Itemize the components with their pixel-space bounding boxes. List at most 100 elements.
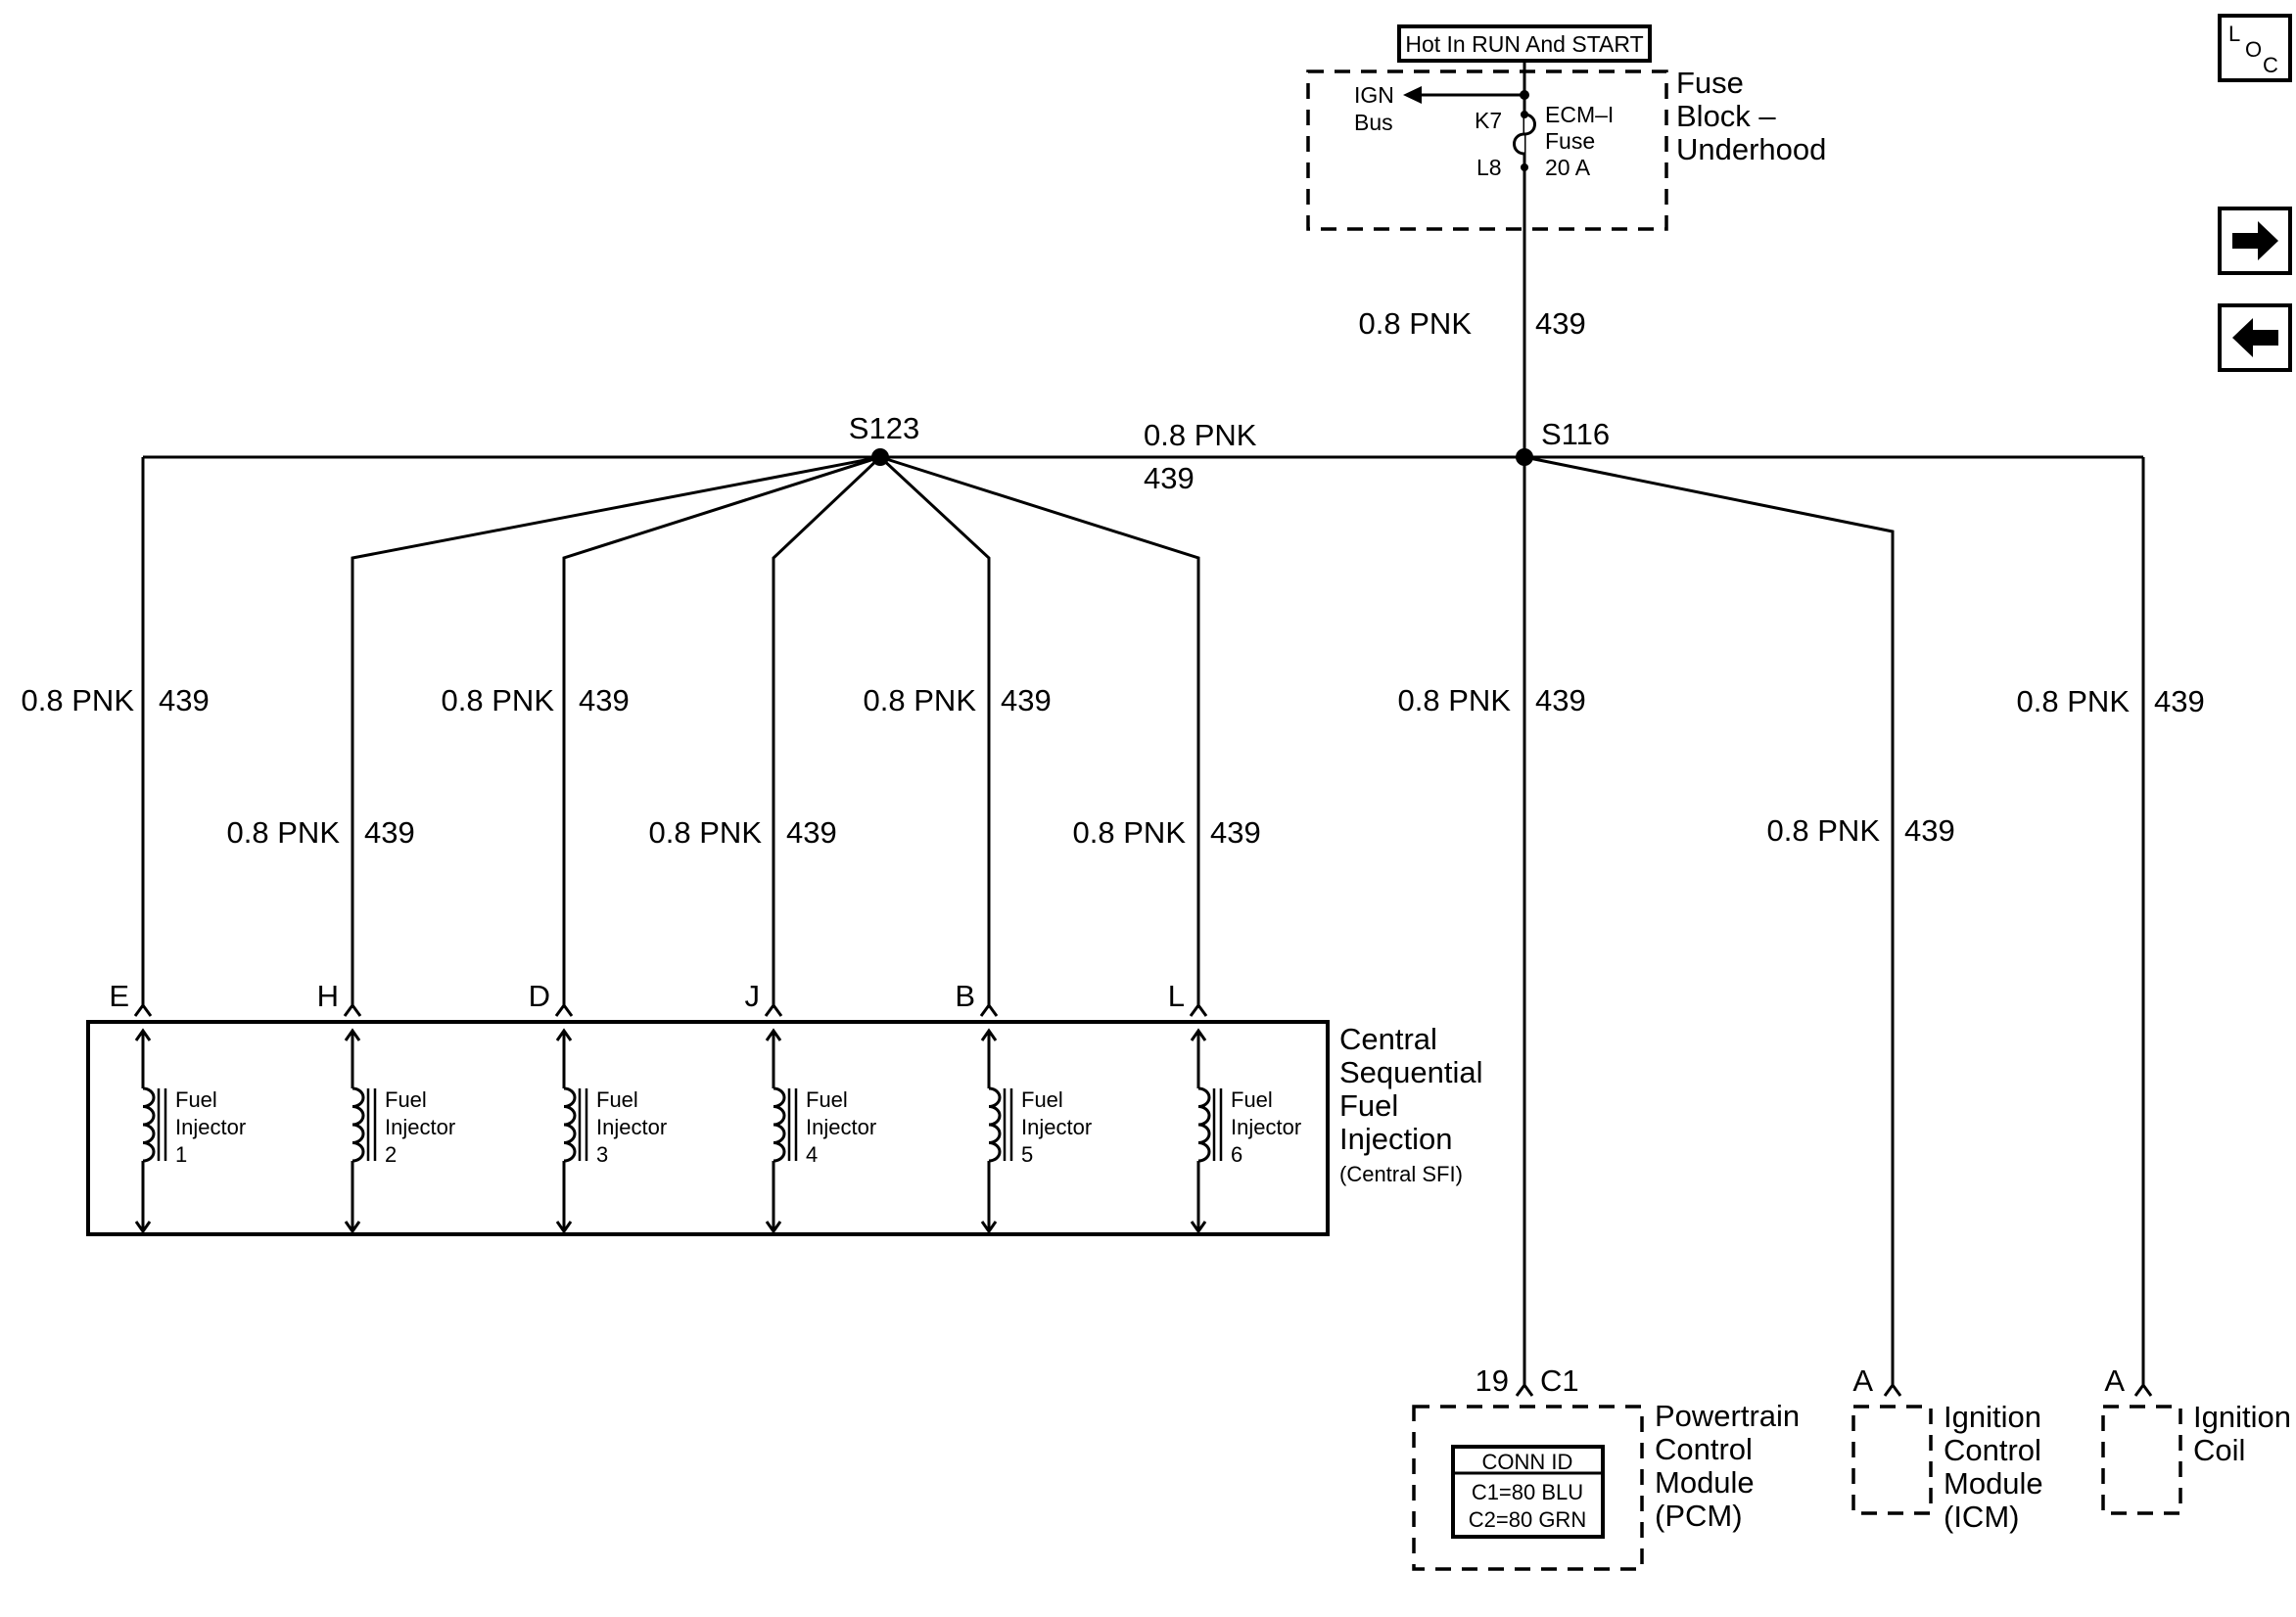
connector-pin-icon	[1189, 1002, 1208, 1017]
coil-pin-label: A	[2104, 1363, 2125, 1398]
fuse-block-outline	[1306, 69, 1668, 231]
injector-coil-icon	[142, 1086, 156, 1163]
feed-wire-size-label: 0.8 PNK	[1359, 306, 1473, 341]
next-page-button[interactable]	[2218, 207, 2292, 275]
coil-wire-circuit-label: 439	[2154, 684, 2205, 718]
injector-2-label-1: Fuel	[385, 1087, 427, 1112]
injector-1-label-1: Fuel	[175, 1087, 217, 1112]
icm-connector-pin-icon	[1883, 1382, 1902, 1397]
ign-bus-arrow-icon	[1403, 86, 1422, 104]
injector-module-name-3: Fuel	[1339, 1088, 1398, 1123]
pcm-wire-circuit-label: 439	[1535, 683, 1586, 717]
coil-name-1: Ignition	[2193, 1400, 2291, 1434]
fuse-name-label: ECM–I	[1545, 102, 1614, 127]
pcm-outline	[1412, 1405, 1644, 1571]
bus-label: Bus	[1354, 110, 1393, 135]
injector-5-label-1: Fuel	[1021, 1087, 1063, 1112]
injector-4-pin: J	[745, 979, 761, 1013]
wire-inj2-circuit: 439	[364, 815, 415, 850]
pcm-connector-pin-icon	[1515, 1382, 1534, 1397]
splice-s116-label: S116	[1541, 417, 1610, 451]
fuel-injector-2	[343, 1002, 377, 1234]
fuel-injector-1	[133, 1002, 167, 1234]
injector-3-label-2: Injector	[596, 1115, 667, 1139]
wire-inj3-size: 0.8 PNK	[442, 683, 555, 717]
fuse-word-label: Fuse	[1545, 128, 1595, 154]
bus-wire-size-label: 0.8 PNK	[1144, 418, 1257, 452]
icm-wire-size-label: 0.8 PNK	[1767, 813, 1881, 848]
icm-wire	[1523, 455, 1895, 1385]
icm-name-4: (ICM)	[1944, 1500, 2019, 1534]
fuse-terminal-in	[1521, 111, 1528, 118]
loc-button[interactable]: L O C	[2218, 14, 2292, 82]
icm-wire-circuit-label: 439	[1904, 813, 1955, 848]
feed-wire-circuit-label: 439	[1535, 306, 1586, 341]
pcm-wire-size-label: 0.8 PNK	[1398, 683, 1512, 717]
fuel-injector-3	[554, 1002, 588, 1234]
injector-coil-icon	[563, 1086, 577, 1163]
connector-pin-icon	[554, 1002, 574, 1017]
arrow-right-icon	[2232, 221, 2278, 260]
injector-coil-icon	[988, 1086, 1002, 1163]
wire-inj4-circuit: 439	[786, 815, 837, 850]
wire-inj4-size: 0.8 PNK	[649, 815, 763, 850]
pcm-name-3: Module	[1655, 1465, 1755, 1500]
splice-s123-label: S123	[849, 411, 919, 445]
wire-inj6-circuit: 439	[1210, 815, 1261, 850]
wire-inj2-size: 0.8 PNK	[227, 815, 341, 850]
conn-id-box	[1451, 1445, 1605, 1539]
loc-letter-c: C	[2263, 53, 2278, 77]
fuel-injector-4	[764, 1002, 798, 1234]
injector-1-number: 1	[175, 1142, 187, 1167]
injector-1-pin: E	[109, 979, 129, 1013]
injector-3-pin: D	[529, 979, 550, 1013]
injector-module-name-5: (Central SFI)	[1339, 1162, 1463, 1186]
icm-name-1: Ignition	[1944, 1400, 2041, 1434]
connector-pin-icon	[343, 1002, 362, 1017]
injector-2-number: 2	[385, 1142, 397, 1167]
injector-branch-wires	[141, 455, 1200, 1008]
icm-pin-label: A	[1852, 1363, 1873, 1398]
pcm-pin-label: 19	[1476, 1363, 1509, 1398]
previous-page-button[interactable]	[2218, 303, 2292, 372]
injector-module-name-4: Injection	[1339, 1122, 1452, 1156]
wire-inj1-circuit: 439	[159, 683, 210, 717]
injector-coil-icon	[1197, 1086, 1211, 1163]
injector-coil-icon	[773, 1086, 786, 1163]
arrow-left-icon	[2232, 318, 2278, 357]
fuse-block-name-1: Fuse	[1676, 66, 1744, 100]
coil-outline	[2101, 1405, 2182, 1515]
bus-wire-circuit-label: 439	[1144, 461, 1195, 495]
fuse-block-name-2: Block –	[1676, 99, 1776, 133]
loc-letter-l: L	[2228, 22, 2240, 46]
terminal-l8-label: L8	[1476, 155, 1502, 180]
fuel-injector-5	[979, 1002, 1013, 1234]
fuel-injector-6	[1189, 1002, 1223, 1234]
injector-module-box	[86, 1020, 1330, 1236]
injector-coil-icon	[351, 1086, 365, 1163]
pcm-connector-label: C1	[1540, 1363, 1579, 1398]
injector-6-label-2: Injector	[1231, 1115, 1301, 1139]
injector-5-pin: B	[955, 979, 975, 1013]
wire-inj1-size: 0.8 PNK	[22, 683, 135, 717]
injector-3-label-1: Fuel	[596, 1087, 638, 1112]
injector-module-name-2: Sequential	[1339, 1055, 1483, 1089]
fuse-rating-label: 20 A	[1545, 155, 1591, 180]
fuse-block-name-3: Underhood	[1676, 132, 1826, 166]
icm-outline	[1851, 1405, 1933, 1515]
ign-label: IGN	[1354, 82, 1394, 108]
injector-5-number: 5	[1021, 1142, 1033, 1167]
coil-wire-size-label: 0.8 PNK	[2017, 684, 2131, 718]
icm-name-2: Control	[1944, 1433, 2041, 1467]
injector-4-label-1: Fuel	[806, 1087, 848, 1112]
injector-module-name-1: Central	[1339, 1022, 1437, 1056]
terminal-k7-label: K7	[1475, 108, 1502, 133]
injector-4-number: 4	[806, 1142, 818, 1167]
wire-inj5-circuit: 439	[1001, 683, 1052, 717]
injector-2-label-2: Injector	[385, 1115, 455, 1139]
injector-5-label-2: Injector	[1021, 1115, 1092, 1139]
wire-inj3-circuit: 439	[579, 683, 630, 717]
injector-4-label-2: Injector	[806, 1115, 876, 1139]
pcm-name-4: (PCM)	[1655, 1499, 1743, 1533]
pcm-name-2: Control	[1655, 1432, 1753, 1466]
